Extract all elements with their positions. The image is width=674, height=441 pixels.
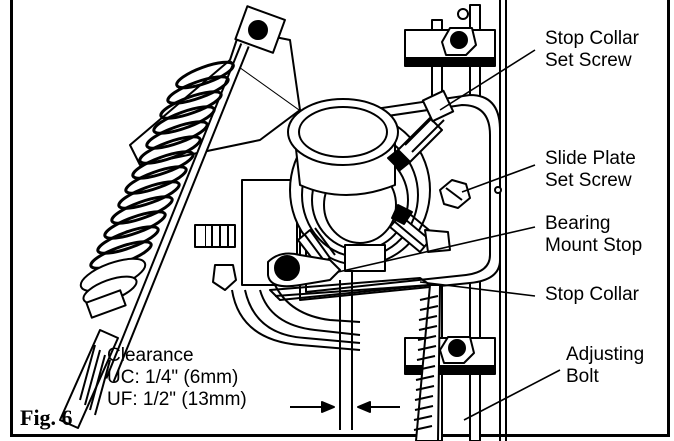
figure-label: Fig. 6 bbox=[20, 405, 73, 430]
callout-stop-collar-set-screw: Stop Collar Set Screw bbox=[545, 28, 639, 72]
clearance-uc: UC: 1/4" (6mm) bbox=[107, 367, 239, 388]
clearance-indicator bbox=[290, 270, 400, 430]
spring-arm-assembly bbox=[59, 5, 301, 429]
figure-frame bbox=[10, 0, 670, 437]
stop-collar-set-screw-upper bbox=[387, 89, 455, 171]
callout-line-1: Stop Collar bbox=[545, 284, 639, 305]
stop-collar-set-screw-right bbox=[389, 204, 451, 253]
callout-slide-plate-set-screw: Slide Plate Set Screw bbox=[545, 148, 636, 192]
callout-line-1: Bearing bbox=[545, 213, 611, 234]
callout-bearing-mount-stop: Bearing Mount Stop bbox=[545, 213, 642, 257]
callout-line-2: Mount Stop bbox=[545, 235, 643, 256]
slide-plate-set-screw bbox=[439, 179, 471, 209]
clearance-note: Clearance UC: 1/4" (6mm) UF: 1/2" (13mm) bbox=[107, 345, 247, 411]
callout-line-2: Set Screw bbox=[545, 50, 632, 71]
lower-arms bbox=[231, 284, 361, 351]
callout-line-1: Stop Collar bbox=[545, 28, 639, 49]
adjusting-bolt bbox=[413, 284, 441, 441]
bearing-mount-stop bbox=[267, 244, 386, 288]
bottom-clamp-bracket bbox=[404, 336, 496, 375]
clearance-uf: UF: 1/2" (13mm) bbox=[107, 389, 247, 410]
callout-line-2: Set Screw bbox=[545, 170, 632, 191]
leader-lines bbox=[337, 49, 561, 421]
callout-line-1: Slide Plate bbox=[545, 148, 636, 169]
clearance-title: Clearance bbox=[107, 345, 194, 366]
compression-spring bbox=[89, 60, 235, 270]
top-clamp-bracket bbox=[404, 27, 496, 67]
stop-collar-set-screw-left bbox=[297, 227, 336, 267]
callout-line-2: Bolt bbox=[566, 366, 599, 387]
callout-line-1: Adjusting bbox=[566, 344, 645, 365]
callout-adjusting-bolt: Adjusting Bolt bbox=[566, 344, 644, 388]
callout-stop-collar: Stop Collar bbox=[545, 284, 639, 306]
